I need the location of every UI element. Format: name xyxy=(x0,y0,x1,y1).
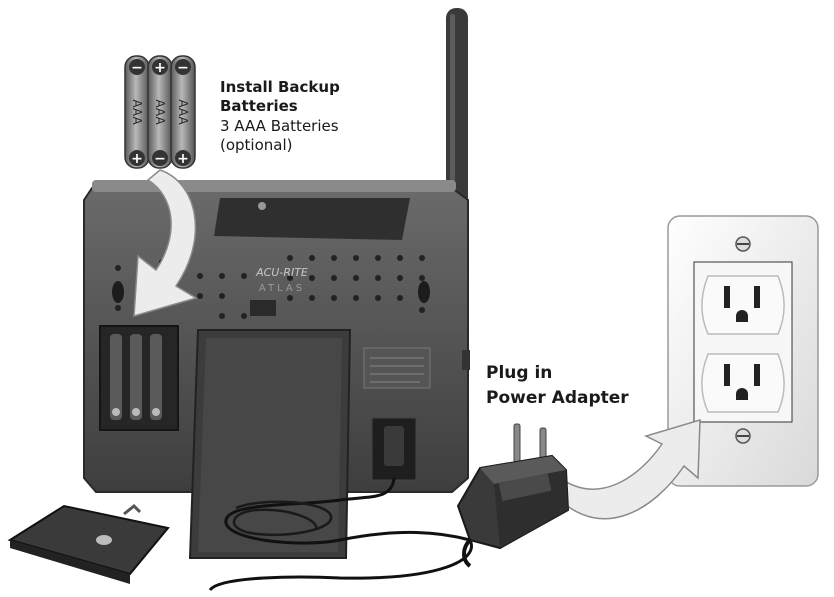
adapter-callout-line2: Power Adapter xyxy=(486,388,629,408)
battery-3: − + AAA xyxy=(170,55,196,169)
battery-cover[interactable] xyxy=(7,503,170,584)
adapter-callout-line1: Plug in xyxy=(486,363,553,383)
svg-text:AAA: AAA xyxy=(176,99,190,125)
device-model-logo: ATLAS xyxy=(259,283,305,294)
wall-outlet[interactable] xyxy=(667,215,819,487)
battery-1: − + AAA xyxy=(124,55,150,169)
receptacle-bottom[interactable] xyxy=(701,353,785,413)
aaa-batteries: − + AAA + − AAA − + AAA xyxy=(124,55,196,169)
battery-callout-title-line2: Batteries xyxy=(220,97,298,115)
device-label-sticker xyxy=(363,347,431,389)
receptacle-top[interactable] xyxy=(701,275,785,335)
battery-callout-detail-line2: (optional) xyxy=(220,136,293,154)
svg-text:+: + xyxy=(154,60,166,76)
battery-callout-title-line1: Install Backup xyxy=(220,78,340,96)
svg-text:−: − xyxy=(131,60,143,76)
power-adapter[interactable] xyxy=(456,423,570,568)
svg-text:+: + xyxy=(177,151,189,167)
svg-text:−: − xyxy=(177,60,189,76)
svg-text:−: − xyxy=(154,151,166,167)
svg-text:AAA: AAA xyxy=(130,99,144,125)
svg-text:+: + xyxy=(131,151,143,167)
battery-arrow xyxy=(133,169,198,318)
plug-arrow xyxy=(559,418,701,520)
battery-2: + − AAA xyxy=(147,55,173,169)
device-brand-logo: ACU-RITE xyxy=(255,266,308,279)
svg-text:AAA: AAA xyxy=(153,99,167,125)
battery-callout-detail-line1: 3 AAA Batteries xyxy=(220,117,339,135)
